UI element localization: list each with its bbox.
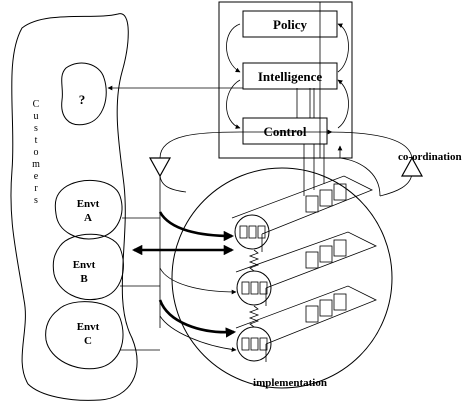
envt-a-blob [54,179,123,240]
svg-text:C: C [33,99,40,110]
envt-a-label-1: Envt [77,198,100,210]
svg-text:r: r [34,183,38,194]
unknown-environment-blob [61,62,107,126]
link-envt-c-operation [158,299,237,338]
coordination-label: co-ordination [398,151,462,163]
envt-b-blob [52,233,124,300]
svg-text:s: s [34,123,38,134]
customers-outline [10,13,138,401]
envt-c-label-2: C [84,335,92,347]
operation-bands [231,175,377,362]
envt-a-label-2: A [84,212,92,224]
svg-text:t: t [35,135,38,146]
intelligence-box [242,62,338,90]
envt-b-label-2: B [80,273,88,285]
svg-text:o: o [34,147,39,158]
link-envt-a-operation [158,211,235,242]
policy-box [242,10,338,38]
spring-bc [248,305,260,328]
customers-label: C u s t o m e r s [32,99,40,206]
operation-unit-a [234,214,270,250]
implementation-circle [171,167,393,389]
spring-ab [248,249,260,272]
right-coordination-triangle [400,156,424,177]
unknown-label: ? [79,92,86,107]
svg-text:m: m [32,159,40,170]
envt-c-blob [45,301,124,370]
control-label: Control [263,124,306,139]
envt-b-label-1: Envt [73,259,96,271]
left-coordination-triangle [148,157,172,178]
svg-text:e: e [34,171,39,182]
management-frame [218,1,353,159]
operation-management-units [305,183,347,323]
svg-text:s: s [34,195,38,206]
control-box [242,117,328,145]
envt-c-label-1: Envt [77,321,100,333]
implementation-label: implementation [253,377,327,389]
policy-label: Policy [273,17,307,32]
svg-text:u: u [34,111,39,122]
intelligence-label: Intelligence [258,69,322,84]
